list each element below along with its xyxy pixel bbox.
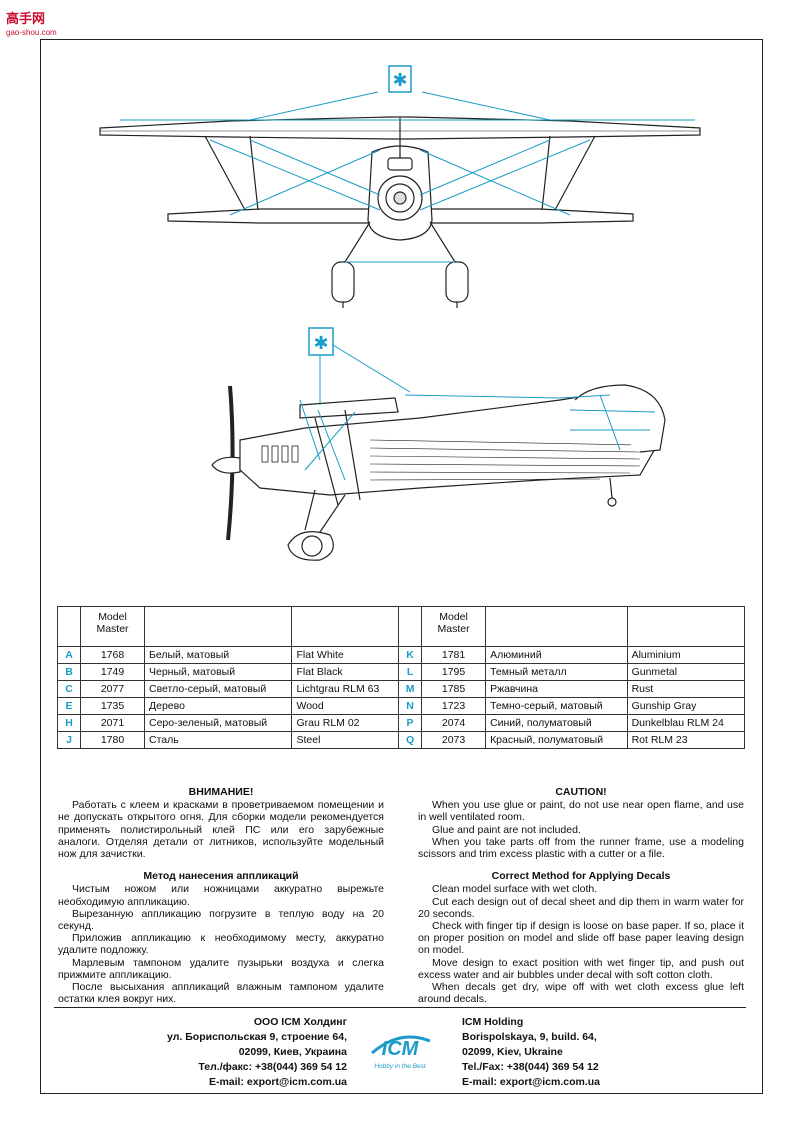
ru-decal-title: Метод нанесения аппликаций	[143, 870, 299, 883]
aircraft-drawing: ✱	[99, 65, 701, 561]
asterisk-marker-front: ✱	[392, 70, 407, 91]
en-warning-text: When you use glue or paint, do not use n…	[418, 799, 744, 824]
watermark: 高手网 gao-shou.com	[6, 8, 57, 37]
logo-tagline: Hobby in the Best	[374, 1063, 427, 1070]
en-decal-step: Cut each design out of decal sheet and d…	[418, 895, 744, 920]
side-view	[211, 327, 666, 561]
en-decal-title: Correct Method for Applying Decals	[491, 870, 671, 883]
watermark-url: gao-shou.com	[6, 28, 57, 37]
russian-instructions: ВНИМАНИЕ! Работать с клеем и красками в …	[58, 786, 384, 1005]
ru-decal-step: Марлевым тампоном удалите пузырьки возду…	[58, 956, 384, 981]
ru-warning-title: ВНИМАНИЕ!	[188, 786, 254, 798]
watermark-site: 高手网	[6, 11, 46, 26]
front-view	[99, 65, 701, 308]
en-warning-title: CAUTION!	[555, 786, 607, 798]
ru-warning-text: Работать с клеем и красками в проветрива…	[58, 799, 384, 861]
en-decal-step: Check with finger tip if design is loose…	[418, 920, 744, 957]
logo-text: ICM	[382, 1038, 420, 1060]
en-warning-text: Glue and paint are not included.	[432, 823, 581, 836]
ru-decal-step: После высыхания аппликаций влажным тампо…	[58, 981, 384, 1006]
en-decal-step: When decals get dry, wipe off with wet c…	[418, 981, 744, 1006]
address-ru: ООО ICM Холдинг ул. Бориспольская 9, стр…	[167, 1016, 347, 1088]
address-en: ICM Holding Borispolskaya, 9, build. 64,…	[462, 1016, 601, 1088]
ru-decal-step: Вырезанную аппликацию погрузите в теплую…	[58, 907, 384, 933]
icm-logo: ICM Hobby in the Best	[371, 1035, 431, 1070]
footer-divider	[54, 1007, 746, 1008]
ru-decal-step: Приложив аппликацию к необходимому месту…	[58, 932, 384, 957]
asterisk-marker-side: ✱	[313, 333, 328, 354]
ru-decal-step: Чистым ножом или ножницами аккуратно выр…	[58, 883, 384, 908]
english-instructions: CAUTION! When you use glue or paint, do …	[418, 786, 744, 1005]
en-warning-text: When you take parts off from the runner …	[418, 835, 744, 861]
en-decal-step: Move design to exact position with wet f…	[418, 956, 744, 981]
en-decal-step: Clean model surface with wet cloth.	[432, 883, 598, 896]
page-frame	[40, 39, 763, 1094]
